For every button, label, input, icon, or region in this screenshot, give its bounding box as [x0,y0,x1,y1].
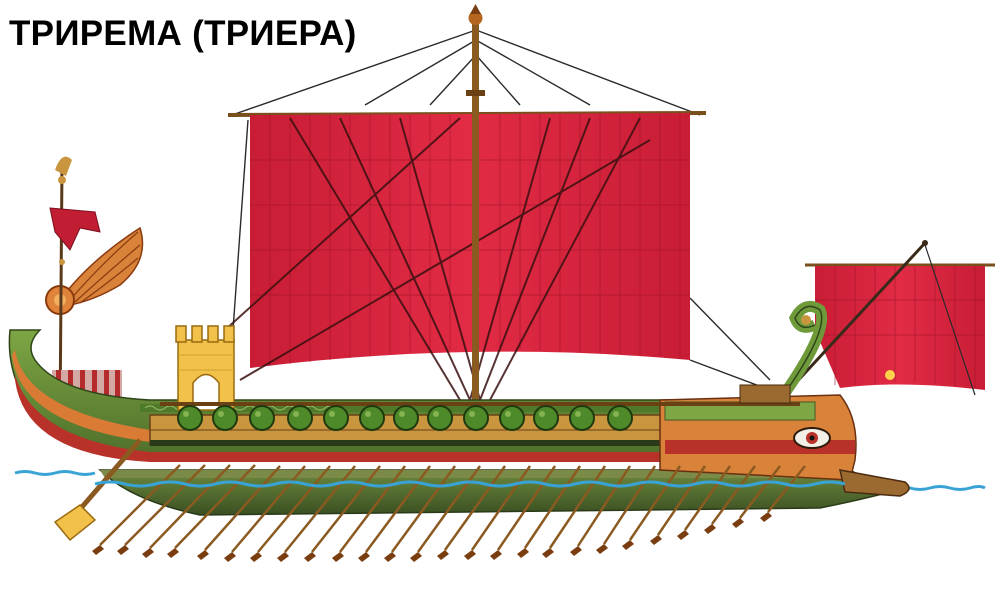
oars [99,464,806,553]
fore-sail [778,240,995,402]
oar-blades [92,512,772,562]
deck-shields [177,405,633,431]
deck-rail [160,384,800,406]
main-sail [224,113,690,401]
bow-eye [793,427,831,449]
main-mast [466,4,485,407]
stern-tower [175,325,235,411]
water-surface [94,480,846,488]
stern-ornament [45,156,144,421]
steering-oar [53,438,142,542]
image-title: ТРИРЕМА (ТРИЕРА) [9,14,357,53]
